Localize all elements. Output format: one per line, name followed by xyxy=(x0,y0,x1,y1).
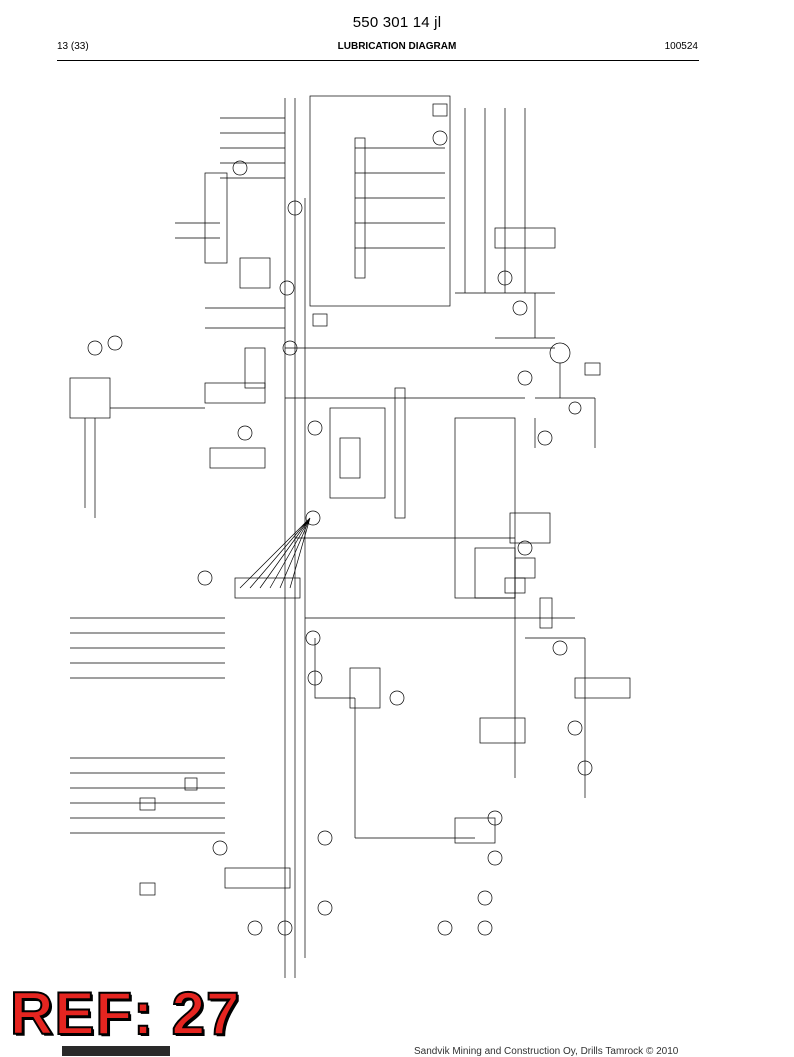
header-divider xyxy=(57,60,699,61)
reference-stamp: REF: 27 xyxy=(9,980,241,1047)
document-number: 550 301 14 jl xyxy=(352,14,442,31)
brand-logo xyxy=(62,1046,170,1056)
revision-code: 100524 xyxy=(664,41,698,52)
lubrication-schematic xyxy=(69,95,631,978)
footer-copyright: Sandvik Mining and Construction Oy, Dril… xyxy=(414,1046,679,1057)
page-indicator: 13 (33) xyxy=(57,41,89,52)
section-title: LUBRICATION DIAGRAM xyxy=(337,41,457,52)
